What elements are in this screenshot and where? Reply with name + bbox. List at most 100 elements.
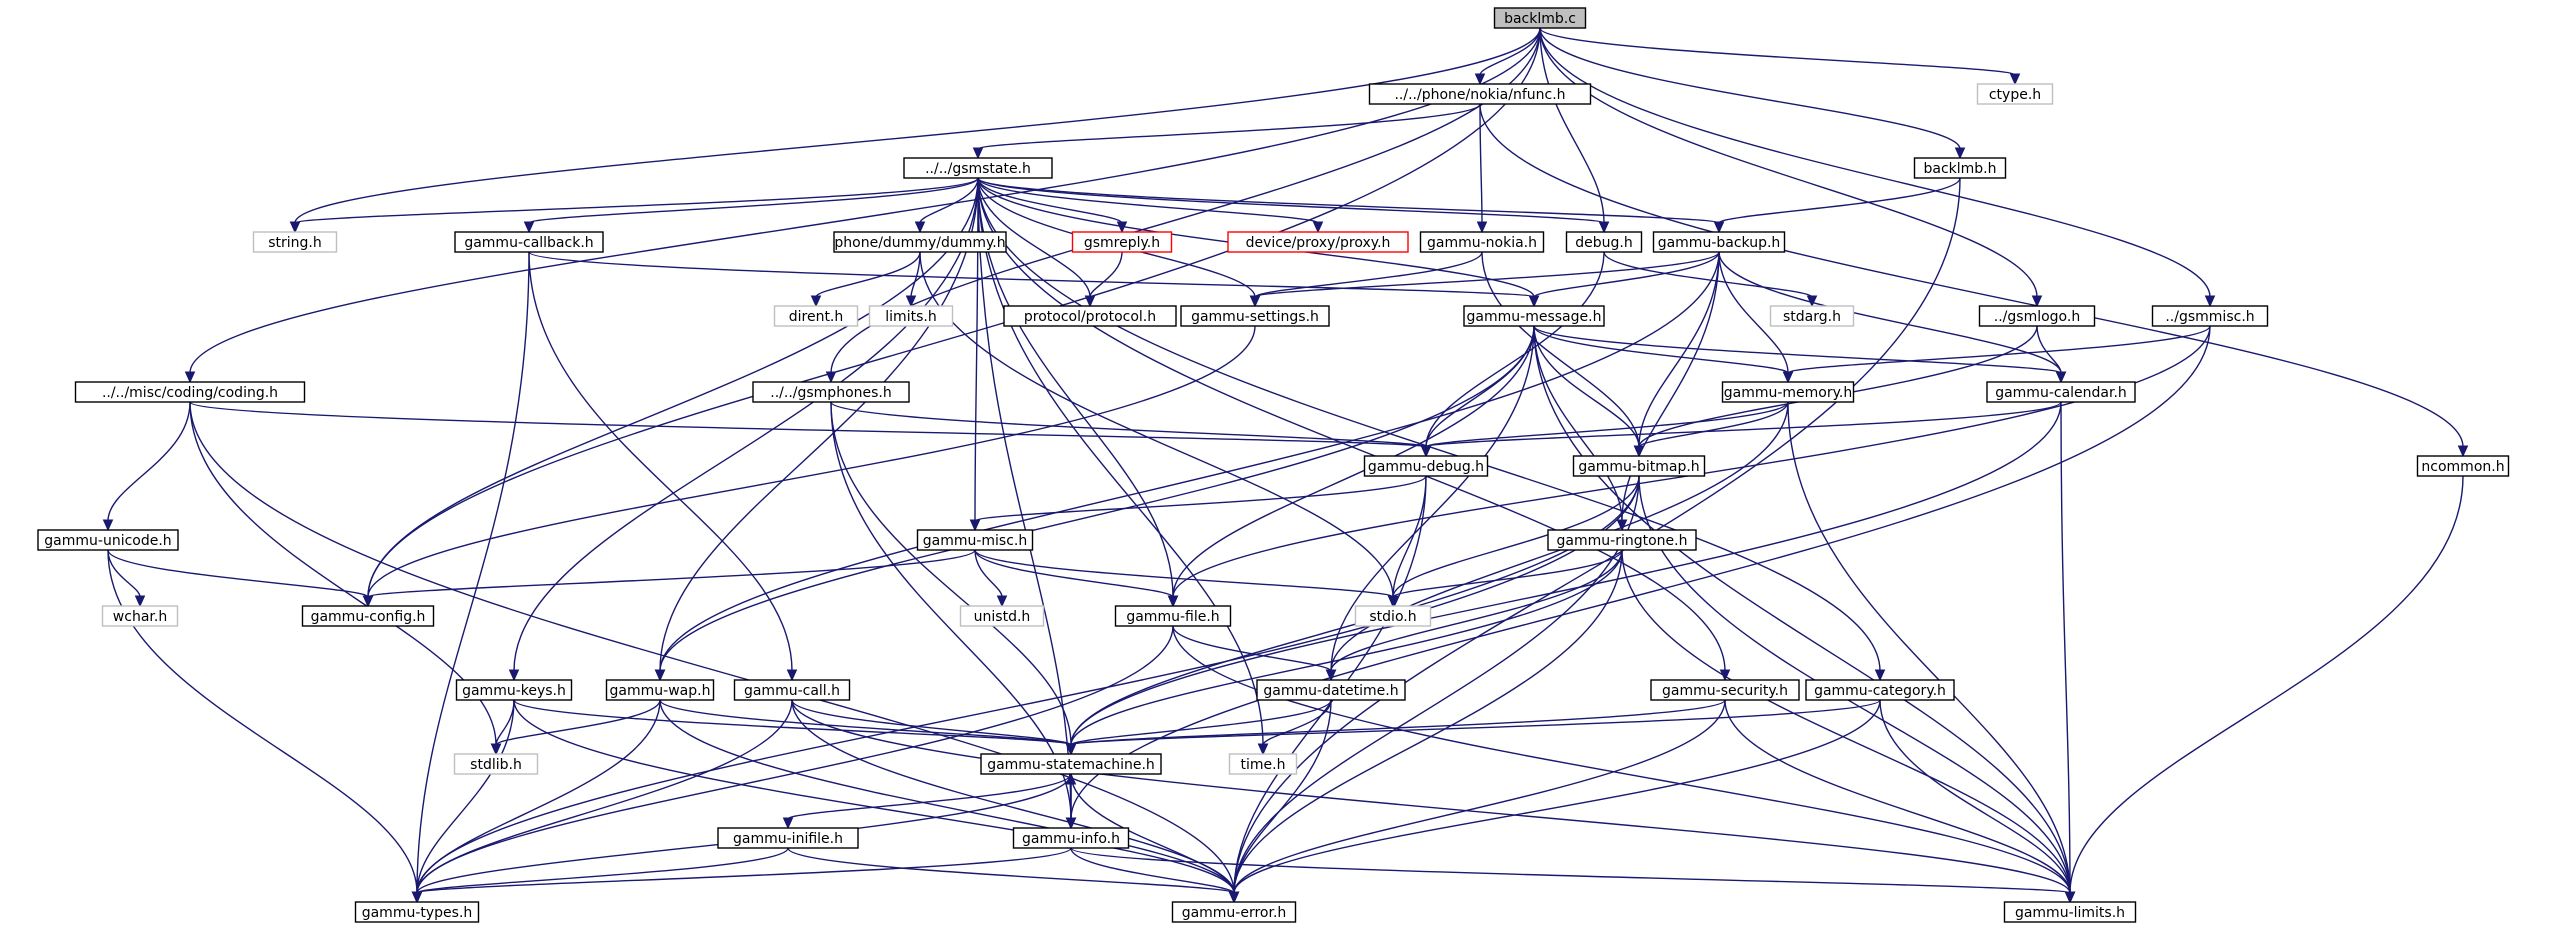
node-gsmstate-h[interactable]: ../../gsmstate.h: [903, 157, 1053, 179]
node-gammu-limits-h[interactable]: gammu-limits.h: [2003, 901, 2137, 923]
edge-gammu-info-h-to-gammu-statemachine-h: [1065, 772, 1077, 828]
node-gammu-inifile-h[interactable]: gammu-inifile.h: [717, 827, 859, 849]
node-box: [833, 231, 1007, 253]
node-gammu-nokia-h[interactable]: gammu-nokia.h: [1419, 231, 1545, 253]
node-ncommon-h[interactable]: ncommon.h: [2416, 455, 2510, 477]
node-gammu-info-h[interactable]: gammu-info.h: [1012, 827, 1130, 849]
node-backlmb-c[interactable]: backlmb.c: [1493, 7, 1587, 29]
edge-line: [2069, 475, 2464, 894]
node-gammu-bitmap-h[interactable]: gammu-bitmap.h: [1572, 455, 1706, 477]
node-label: ../../gsmstate.h: [925, 161, 1031, 177]
edge-coding-h-to-gammu-error-h: [189, 401, 1240, 904]
edge-line: [1533, 325, 2071, 894]
edge-arrowhead: [905, 295, 917, 308]
node-gammu-category-h[interactable]: gammu-category.h: [1805, 679, 1955, 701]
node-gammu-wap-h[interactable]: gammu-wap.h: [605, 679, 715, 701]
node-backlmb-h[interactable]: backlmb.h: [1913, 157, 2007, 179]
edge-ncommon-h-to-gammu-limits-h: [2064, 475, 2464, 904]
node-nfunc-h[interactable]: ../../phone/nokia/nfunc.h: [1368, 83, 1592, 105]
edge-gsmstate-h-to-proxy-h: [977, 177, 1324, 234]
node-gammu-keys-h[interactable]: gammu-keys.h: [455, 679, 573, 701]
edge-line: [1070, 847, 2071, 894]
edge-line: [1089, 251, 1123, 298]
edge-arrowhead: [1598, 221, 1610, 234]
edge-line: [659, 251, 1720, 672]
edge-gammu-file-h-to-gammu-datetime-h: [1172, 625, 1337, 682]
edge-gsmreply-h-to-protocol-h: [1084, 251, 1123, 308]
node-coding-h[interactable]: ../../misc/coding/coding.h: [74, 381, 306, 403]
edge-line: [1070, 847, 1235, 894]
node-label: gammu-bitmap.h: [1578, 459, 1699, 475]
edge-arrowhead: [1065, 772, 1077, 785]
node-dummy-h[interactable]: phone/dummy/dummy.h: [833, 231, 1007, 253]
node-gammu-ringtone-h[interactable]: gammu-ringtone.h: [1547, 529, 1697, 551]
edge-gammu-callback-h-to-gammu-types-h: [411, 251, 530, 904]
edge-arrowhead: [810, 295, 822, 308]
node-ctype-h: ctype.h: [1976, 83, 2054, 105]
node-gsmlogo-h[interactable]: ../gsmlogo.h: [1978, 305, 2096, 327]
node-gammu-config-h[interactable]: gammu-config.h: [301, 605, 435, 627]
node-gammu-statemachine-h[interactable]: gammu-statemachine.h: [980, 753, 1162, 775]
node-gammu-message-h[interactable]: gammu-message.h: [1463, 305, 1605, 327]
node-gammu-debug-h[interactable]: gammu-debug.h: [1363, 455, 1489, 477]
edge-line: [1533, 325, 1789, 374]
edge-gammu-unicode-h-to-gammu-types-h: [107, 549, 423, 904]
edge-line: [1070, 549, 1623, 746]
node-gammu-settings-h[interactable]: gammu-settings.h: [1180, 305, 1330, 327]
node-label: string.h: [268, 235, 322, 251]
edge-line: [1718, 251, 2062, 374]
edge-gammu-info-h-to-gammu-types-h: [411, 847, 1072, 904]
node-gsmphones-h[interactable]: ../../gsmphones.h: [752, 381, 910, 403]
node-box: [868, 305, 954, 327]
node-time-h: time.h: [1228, 753, 1298, 775]
node-debug-h[interactable]: debug.h: [1565, 231, 1643, 253]
node-protocol-h[interactable]: protocol/protocol.h: [1003, 305, 1177, 327]
node-gammu-error-h[interactable]: gammu-error.h: [1171, 901, 1297, 923]
edge-line: [977, 177, 1319, 224]
node-gammu-file-h[interactable]: gammu-file.h: [1114, 605, 1232, 627]
edge-line: [513, 177, 979, 672]
edge-line: [367, 325, 1256, 598]
edge-line: [416, 699, 793, 894]
node-gammu-memory-h[interactable]: gammu-memory.h: [1721, 381, 1855, 403]
node-gammu-callback-h[interactable]: gammu-callback.h: [454, 231, 604, 253]
node-box: [1565, 231, 1643, 253]
edge-line: [1879, 699, 2071, 894]
node-gammu-backup-h[interactable]: gammu-backup.h: [1652, 231, 1786, 253]
node-box: [1978, 305, 2096, 327]
node-label: gammu-keys.h: [462, 683, 566, 699]
edge-arrowhead: [411, 891, 423, 904]
node-box: [1463, 305, 1605, 327]
edge-line: [1233, 699, 1726, 894]
edge-line: [659, 177, 979, 672]
node-box: [1652, 231, 1786, 253]
node-gammu-unicode-h[interactable]: gammu-unicode.h: [37, 529, 179, 551]
node-gammu-datetime-h[interactable]: gammu-datetime.h: [1256, 679, 1406, 701]
node-gsmreply-h: gsmreply.h: [1071, 231, 1173, 253]
edge-line: [1718, 251, 1789, 374]
node-label: gammu-nokia.h: [1427, 235, 1537, 251]
node-label: time.h: [1241, 757, 1286, 773]
node-gammu-types-h[interactable]: gammu-types.h: [354, 901, 480, 923]
node-gammu-security-h[interactable]: gammu-security.h: [1650, 679, 1800, 701]
node-box: [1354, 605, 1432, 627]
node-gammu-call-h[interactable]: gammu-call.h: [733, 679, 851, 701]
node-box: [454, 231, 604, 253]
edge-gammu-callback-h-to-gammu-call-h: [528, 251, 798, 682]
edge-line: [977, 177, 1072, 820]
edge-gsmstate-h-to-dummy-h: [914, 177, 979, 234]
node-gammu-misc-h[interactable]: gammu-misc.h: [916, 529, 1034, 551]
edge-line: [528, 177, 979, 224]
edge-line: [1425, 401, 2062, 448]
node-wchar-h: wchar.h: [101, 605, 179, 627]
node-gsmmisc-h[interactable]: ../gsmmisc.h: [2151, 305, 2269, 327]
edge-arrowhead: [1474, 73, 1486, 86]
edge-line: [974, 475, 1427, 522]
edge-arrowhead: [1167, 595, 1179, 608]
node-box: [733, 679, 851, 701]
edge-line: [977, 177, 1091, 298]
edge-line: [974, 177, 979, 522]
node-box: [37, 529, 179, 551]
node-gammu-calendar-h[interactable]: gammu-calendar.h: [1986, 381, 2136, 403]
node-label: gammu-debug.h: [1368, 459, 1484, 475]
